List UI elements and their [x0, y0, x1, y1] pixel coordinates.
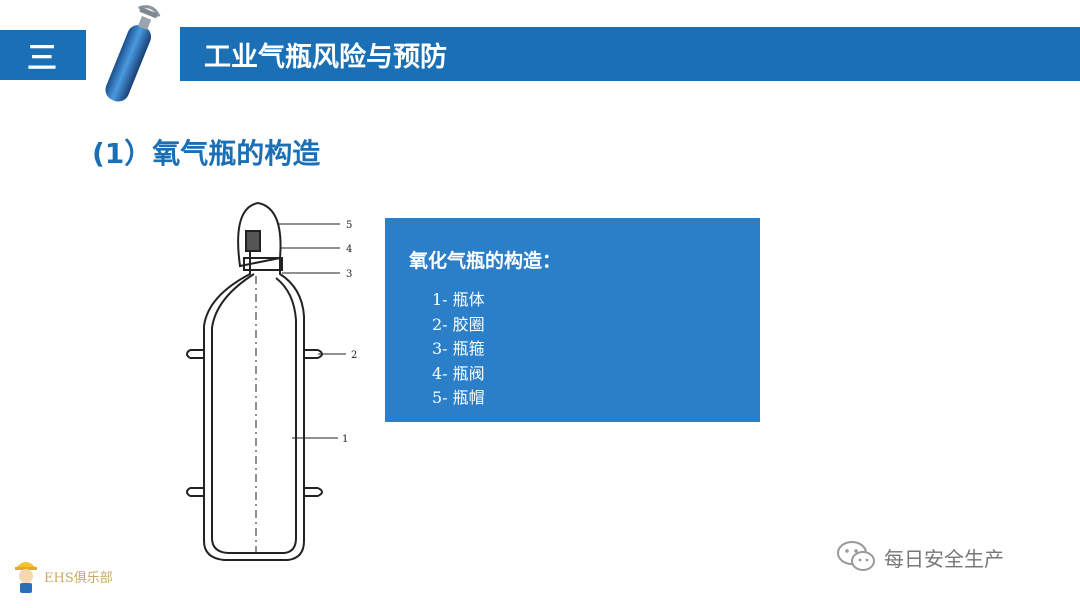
diagram-label-4: 4: [346, 244, 352, 255]
cylinder-outer-wall: [203, 231, 305, 561]
structure-info-box: 氧化气瓶的构造： 1- 瓶体 2- 胶圈 3- 瓶箍 4- 瓶阀 5- 瓶帽: [385, 218, 760, 422]
collar-ring: [243, 257, 283, 271]
rubber-ring-lower: [186, 487, 323, 497]
section-subtitle: (1）氧气瓶的构造: [92, 137, 321, 170]
diagram-label-5: 5: [346, 220, 352, 231]
ehs-club-logo: EHS俱乐部: [12, 556, 113, 596]
slide-title: 工业气瓶风险与预防: [180, 27, 1080, 81]
worker-mascot-icon: [15, 562, 37, 593]
list-item: 1- 瓶体: [432, 290, 485, 309]
wechat-account-name: 每日安全生产: [884, 546, 1004, 571]
list-item: 3- 瓶箍: [432, 339, 485, 358]
list-item: 2- 胶圈: [432, 314, 485, 334]
cylinder-inner-wall: [211, 273, 297, 554]
list-item: 4- 瓶阀: [432, 363, 485, 383]
cylinder-valve: [245, 230, 261, 252]
oxygen-cylinder-diagram: 5 4 3 2 1: [186, 201, 357, 561]
list-item: 5- 瓶帽: [432, 388, 485, 407]
ehs-club-label: EHS俱乐部: [44, 570, 113, 586]
gas-cylinder-icon: [105, 5, 161, 102]
wechat-watermark: 每日安全生产: [836, 540, 1004, 574]
cylinder-cap: [237, 201, 282, 268]
diagram-label-3: 3: [346, 269, 352, 280]
diagram-label-2: 2: [351, 350, 357, 361]
diagram-label-1: 1: [342, 434, 348, 445]
wechat-icon: [837, 541, 875, 571]
component-list: 1- 瓶体 2- 胶圈 3- 瓶箍 4- 瓶阀 5- 瓶帽: [432, 288, 485, 411]
section-number: 三: [0, 30, 86, 80]
info-box-title: 氧化气瓶的构造：: [409, 250, 562, 272]
rubber-ring-upper: [186, 349, 323, 359]
